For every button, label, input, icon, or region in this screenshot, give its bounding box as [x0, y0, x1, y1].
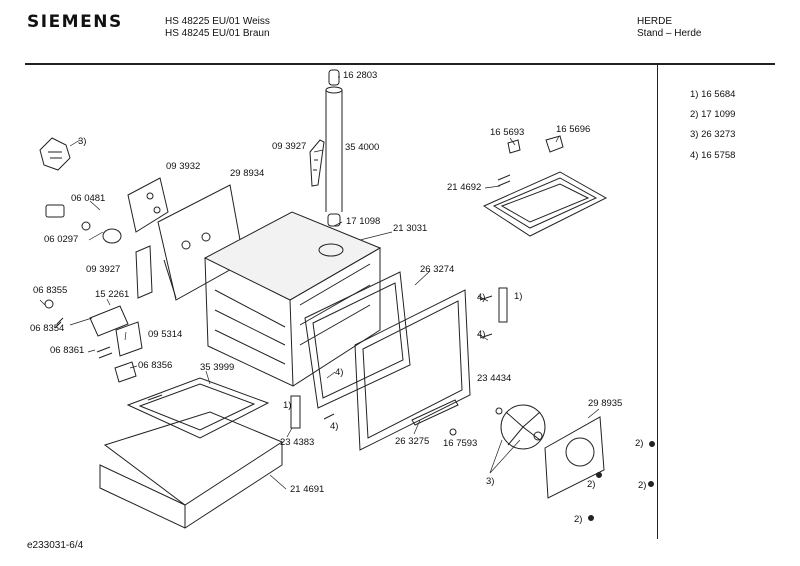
label-068355: 06 8355 — [33, 285, 68, 296]
drawing-id: e233031-6/4 — [27, 540, 84, 551]
grill-element — [482, 135, 608, 237]
category-title: HERDE — [637, 16, 673, 27]
label-060481: 06 0481 — [71, 193, 106, 204]
oven-cavity — [203, 211, 382, 387]
callout-4-bottom: 4) — [330, 421, 339, 432]
label-093927-upper: 09 3927 — [272, 141, 307, 152]
side-column-divider — [657, 65, 658, 539]
label-095314: 09 5314 — [148, 329, 183, 340]
callout-1-hinge-left: 1) — [283, 400, 292, 411]
label-298934: 29 8934 — [230, 168, 265, 179]
label-068354: 06 8354 — [30, 323, 65, 334]
screws — [588, 441, 655, 521]
bracket-093927-upper — [309, 139, 325, 187]
label-171098: 17 1098 — [346, 216, 381, 227]
door-hinge-left — [290, 395, 335, 429]
selector-switch — [39, 137, 71, 171]
label-165696: 16 5696 — [556, 124, 591, 135]
fan-assembly — [495, 404, 605, 499]
bottom-heater — [126, 377, 270, 439]
callout-2-screw-d: 2) — [574, 514, 583, 525]
label-093932: 09 3932 — [166, 161, 201, 172]
label-354000: 35 4000 — [345, 142, 380, 153]
base-plate-214691 — [99, 411, 284, 529]
footnote-1: 1) 16 5684 — [690, 89, 736, 100]
callout-2-screw-a: 2) — [635, 438, 644, 449]
knob-parts — [45, 204, 122, 244]
brand-logo: SIEMENS — [27, 12, 123, 32]
label-162803: 16 2803 — [343, 70, 378, 81]
footnote-2: 2) 17 1099 — [690, 109, 736, 120]
callout-3-switch: 3) — [78, 136, 87, 147]
label-068361: 06 8361 — [50, 345, 85, 356]
footnote-4: 4) 16 5758 — [690, 150, 736, 161]
label-214692: 21 4692 — [447, 182, 482, 193]
callout-2-screw-b: 2) — [638, 480, 647, 491]
callout-4-hinge-b: 4) — [477, 329, 486, 340]
model-line-1: HS 48225 EU/01 Weiss — [165, 16, 270, 27]
callout-4-hinge-a: 4) — [477, 292, 486, 303]
label-060297: 06 0297 — [44, 234, 79, 245]
label-234383: 23 4383 — [280, 437, 315, 448]
subcategory-title: Stand – Herde — [637, 28, 702, 39]
oven-door-frame — [304, 271, 411, 409]
door-strip-263275 — [411, 399, 459, 436]
callout-3-fan: 3) — [486, 476, 495, 487]
oven-door-glass — [354, 289, 471, 451]
label-214691: 21 4691 — [290, 484, 325, 495]
door-hinge-right — [479, 287, 508, 339]
header-rule — [25, 63, 775, 65]
label-263274: 26 3274 — [420, 264, 455, 275]
leader-lines — [39, 76, 600, 490]
label-152261: 15 2261 — [95, 289, 130, 300]
label-263275: 26 3275 — [395, 436, 430, 447]
callout-4-door: 4) — [335, 367, 344, 378]
terminal-parts — [44, 299, 143, 383]
callout-2-screw-c: 2) — [587, 479, 596, 490]
callout-1-hinge-right: 1) — [514, 291, 523, 302]
bracket-093927-lower — [135, 245, 153, 299]
label-093927-lower: 09 3927 — [86, 264, 121, 275]
label-298935: 29 8935 — [588, 398, 623, 409]
model-line-2: HS 48245 EU/01 Braun — [165, 28, 270, 39]
steam-tube — [325, 69, 343, 227]
panel-298934 — [157, 184, 245, 301]
panel-bracket-093932 — [127, 177, 169, 233]
footnote-3: 3) 26 3273 — [690, 129, 736, 140]
label-165693: 16 5693 — [490, 127, 525, 138]
label-353999: 35 3999 — [200, 362, 235, 373]
label-234434: 23 4434 — [477, 373, 512, 384]
label-167593: 16 7593 — [443, 438, 478, 449]
label-068356: 06 8356 — [138, 360, 173, 371]
label-213031: 21 3031 — [393, 223, 428, 234]
